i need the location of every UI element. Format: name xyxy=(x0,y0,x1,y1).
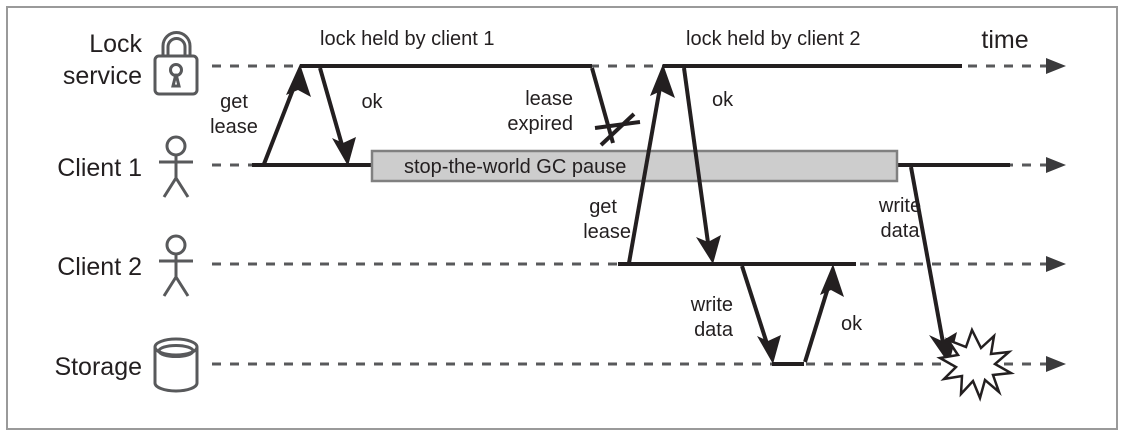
message-get-lease-2: get lease xyxy=(583,64,675,264)
padlock-icon xyxy=(153,31,199,96)
diagram-frame-border xyxy=(6,6,1118,430)
message-label-get-lease-2-line1: get xyxy=(589,196,617,218)
message-label-write-data-c2-line2: data xyxy=(694,319,734,341)
message-label-write-data-c1-line1: write xyxy=(878,195,921,217)
arrowhead-write-data-client-2 xyxy=(757,335,781,364)
arrowhead-get-lease-1 xyxy=(286,64,311,97)
arrowhead-ok-1 xyxy=(332,137,356,166)
message-label-get-lease-2-line2: lease xyxy=(583,221,631,243)
message-ok-2: ok xyxy=(682,67,734,264)
message-get-lease-1: get lease xyxy=(210,64,311,165)
lane-label-lock-service-line2: service xyxy=(63,62,142,90)
lane-label-lock-service: Lock service xyxy=(63,30,143,90)
message-lease-expired: lease expired xyxy=(507,67,641,147)
annotation-lock-held-by-client-1: lock held by client 1 xyxy=(320,28,495,50)
stick-figure-icon-client-1 xyxy=(159,135,193,198)
message-ok-1: ok xyxy=(318,67,384,166)
gc-pause-box: stop-the-world GC pause xyxy=(370,149,899,183)
message-label-lease-expired-line1: lease xyxy=(525,88,573,110)
database-cylinder-icon xyxy=(153,337,199,393)
message-label-get-lease-1-line2: lease xyxy=(210,116,258,138)
gc-pause-label: stop-the-world GC pause xyxy=(404,156,626,178)
message-label-ok-1: ok xyxy=(361,91,383,113)
lane-label-lock-service-line1: Lock xyxy=(89,30,142,58)
message-label-write-data-c2-line1: write xyxy=(690,294,733,316)
message-label-get-lease-1-line1: get xyxy=(220,91,248,113)
annotation-lock-held-by-client-2: lock held by client 2 xyxy=(686,28,861,50)
time-arrowhead-storage xyxy=(1046,356,1066,372)
time-arrowhead-client-1 xyxy=(1046,157,1066,173)
arrowhead-ok-storage xyxy=(820,264,844,297)
message-ok-storage: ok xyxy=(803,264,863,363)
time-arrowhead-client-2 xyxy=(1046,256,1066,272)
message-label-ok-storage: ok xyxy=(841,313,863,335)
explosion-icon xyxy=(936,326,1015,402)
lane-label-client-2: Client 2 xyxy=(57,253,142,281)
message-write-data-client-2: write data xyxy=(690,265,781,364)
lane-label-client-1: Client 1 xyxy=(57,154,142,182)
message-label-ok-2: ok xyxy=(712,89,734,111)
arrowhead-get-lease-2 xyxy=(650,64,675,98)
stick-figure-icon-client-2 xyxy=(159,234,193,297)
message-label-lease-expired-line2: expired xyxy=(507,113,573,135)
time-axis-label: time xyxy=(981,26,1028,54)
time-arrowhead-lock-service xyxy=(1046,58,1066,74)
arrowhead-ok-2 xyxy=(696,235,721,264)
lane-label-storage: Storage xyxy=(54,353,142,381)
message-label-write-data-c1-line2: data xyxy=(881,220,921,242)
